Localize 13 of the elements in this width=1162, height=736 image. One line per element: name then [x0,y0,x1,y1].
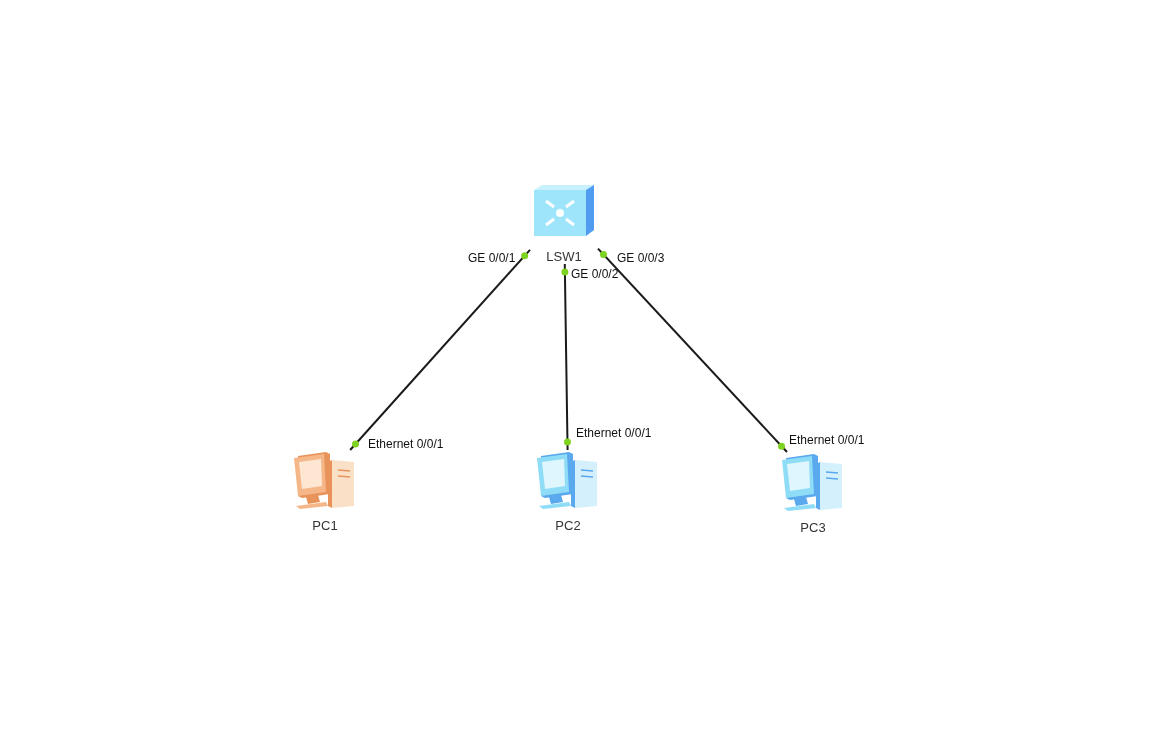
cable-line [563,263,569,451]
device-name: LSW1 [545,249,583,264]
cable-line [349,248,531,451]
port-label: GE 0/0/1 [468,251,516,265]
port-label: Ethernet 0/0/1 [368,437,444,451]
device-name: PC2 [554,518,582,533]
device-name: PC1 [311,518,339,533]
port-label: Ethernet 0/0/1 [789,433,865,447]
port-label: GE 0/0/3 [617,251,665,265]
device-name: PC3 [799,520,827,535]
cable-line [597,247,788,453]
port-label: GE 0/0/2 [571,267,619,281]
port-label: Ethernet 0/0/1 [576,426,652,440]
